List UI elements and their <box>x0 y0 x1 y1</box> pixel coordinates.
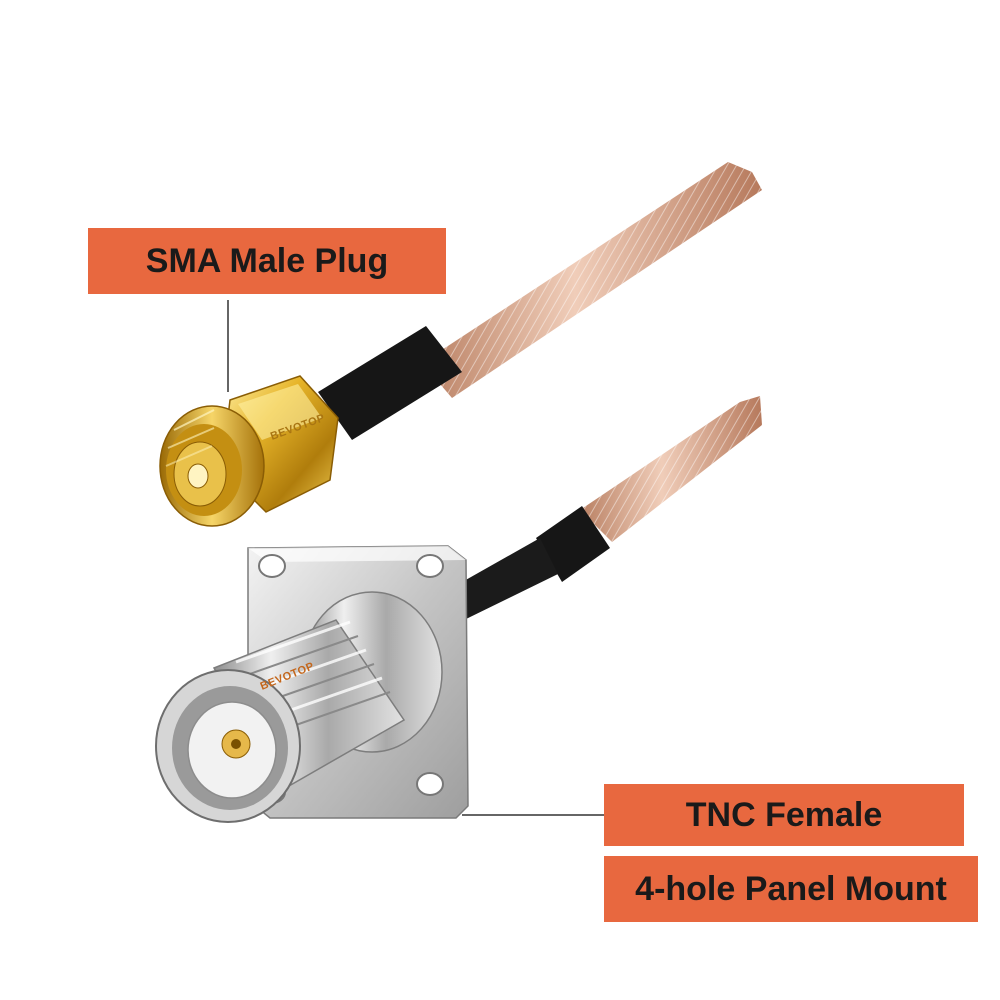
mount-hole-top-left <box>258 554 286 578</box>
tnc-heat-shrink <box>536 506 610 582</box>
sma-male-plug-label: SMA Male Plug <box>88 228 446 294</box>
tnc-female-label: TNC Female <box>604 784 964 846</box>
panel-mount-label: 4-hole Panel Mount <box>604 856 978 922</box>
mount-hole-top-right <box>416 554 444 578</box>
sma-connector <box>159 375 339 527</box>
tnc-lead-wire <box>448 538 558 620</box>
sma-cable <box>422 162 762 398</box>
mount-hole-bottom-right <box>416 772 444 796</box>
tnc-connector <box>155 545 469 823</box>
tnc-cable <box>580 396 762 542</box>
sma-heat-shrink <box>318 326 462 440</box>
